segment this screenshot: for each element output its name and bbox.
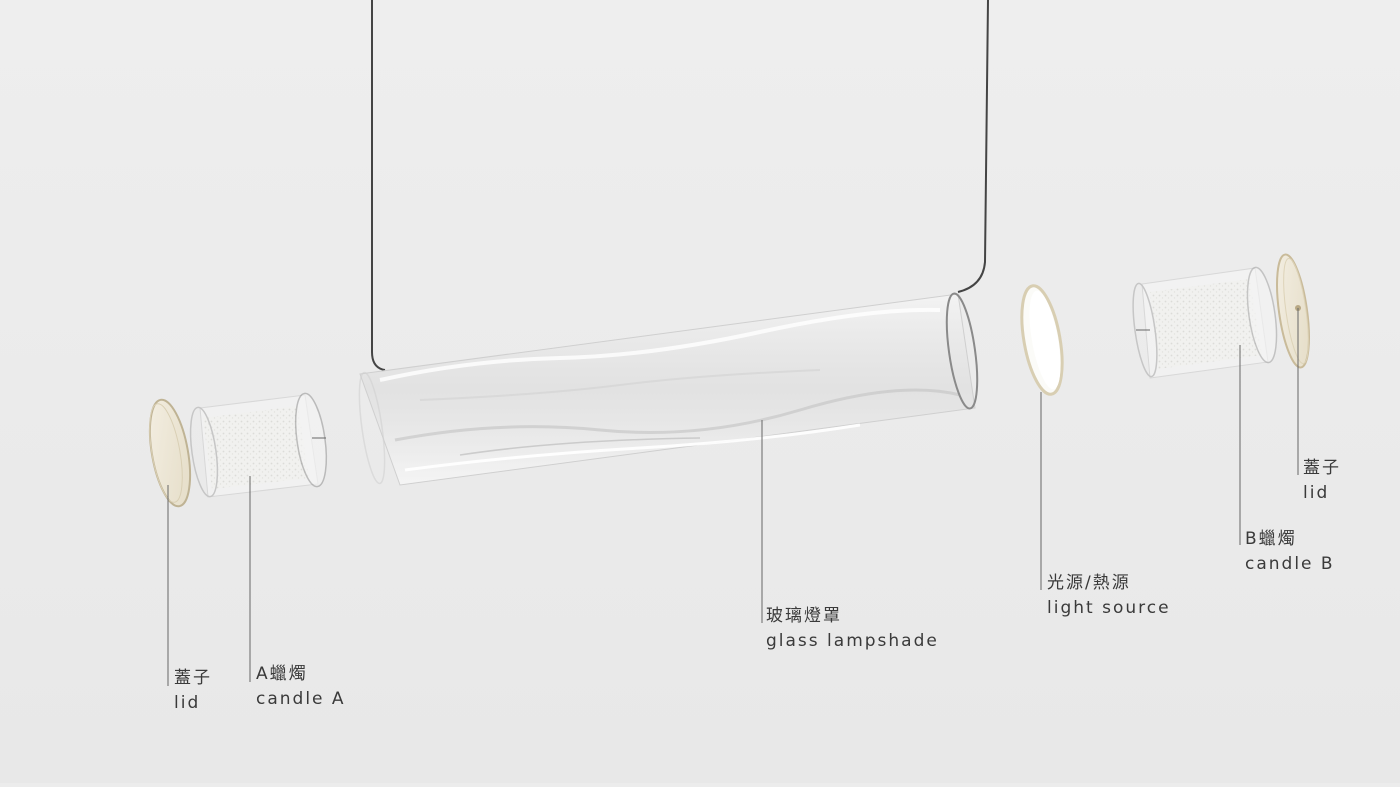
label-lid-right: 蓋子 lid <box>1303 456 1341 506</box>
candle-a-part <box>189 392 328 498</box>
label-lid-right-en: lid <box>1303 483 1330 503</box>
cable-left <box>371 0 386 371</box>
label-lid-right-zh: 蓋子 <box>1303 458 1341 478</box>
glass-lampshade-tube <box>358 292 979 486</box>
label-candle-a-zh: A蠟燭 <box>256 664 308 684</box>
label-glass-lampshade: 玻璃燈罩 glass lampshade <box>766 604 939 654</box>
label-light-source-en: light source <box>1047 598 1171 618</box>
label-candle-a-en: candle A <box>256 689 346 709</box>
label-lid-left: 蓋子 lid <box>174 666 212 716</box>
label-light-source: 光源/熱源 light source <box>1047 571 1171 621</box>
label-candle-b: B蠟燭 candle B <box>1245 527 1335 577</box>
lid-left-part <box>148 398 192 508</box>
hanging-cables <box>371 0 989 371</box>
label-candle-b-en: candle B <box>1245 554 1335 574</box>
label-candle-a: A蠟燭 candle A <box>256 662 346 712</box>
label-glass-lampshade-zh: 玻璃燈罩 <box>766 606 842 626</box>
label-light-source-zh: 光源/熱源 <box>1047 573 1131 593</box>
leader-lines <box>167 308 1299 686</box>
label-lid-left-zh: 蓋子 <box>174 668 212 688</box>
candle-b-part <box>1132 266 1278 379</box>
label-glass-lampshade-en: glass lampshade <box>766 631 939 651</box>
cable-right <box>957 0 989 293</box>
label-candle-b-zh: B蠟燭 <box>1245 529 1297 549</box>
light-source-part <box>1020 284 1064 396</box>
label-lid-left-en: lid <box>174 693 201 713</box>
